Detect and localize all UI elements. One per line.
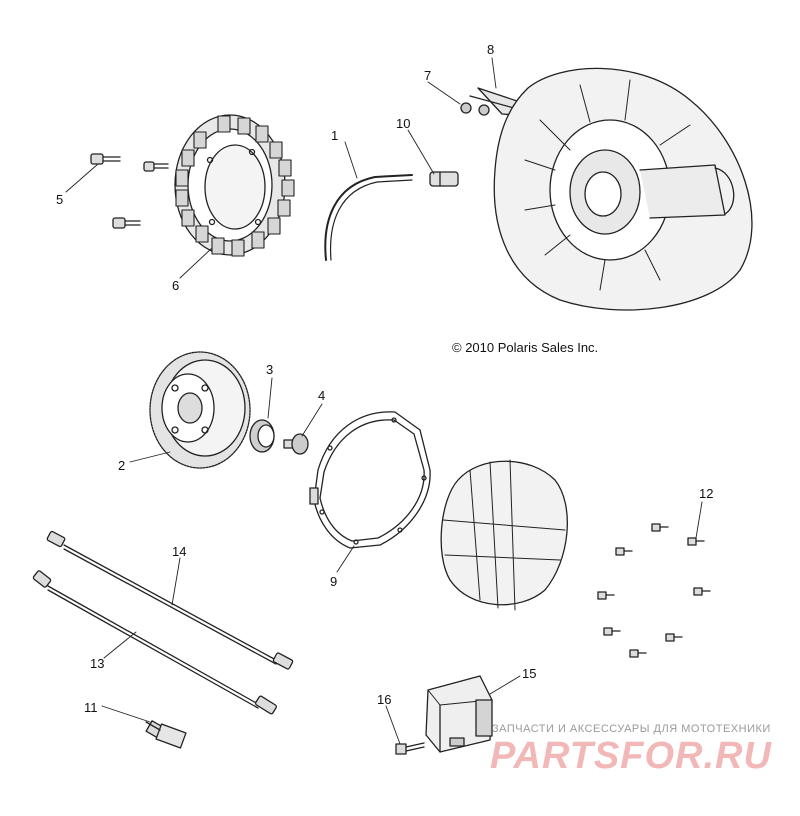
callout-5: 5	[56, 192, 63, 207]
callout-4: 4	[318, 388, 325, 403]
callout-16: 16	[377, 692, 391, 707]
stator-part	[174, 114, 295, 257]
clutch-housing	[493, 67, 753, 311]
bolt-part-4	[283, 433, 309, 455]
leader-lines	[65, 57, 703, 745]
callout-10: 10	[396, 116, 410, 131]
callout-3: 3	[266, 362, 273, 377]
flywheel-part	[149, 351, 251, 469]
gasket-part	[309, 411, 431, 549]
bolt-part-16	[395, 742, 425, 755]
copyright-notice: © 2010 Polaris Sales Inc.	[452, 340, 599, 355]
callout-8: 8	[487, 42, 494, 57]
stator-cover	[440, 459, 568, 611]
callout-7: 7	[424, 68, 431, 83]
callout-2: 2	[118, 458, 125, 473]
callout-15: 15	[522, 666, 536, 681]
bearing-part	[249, 419, 275, 453]
callout-1: 1	[331, 128, 338, 143]
screw-part-5	[90, 153, 169, 229]
callout-12: 12	[699, 486, 713, 501]
callout-14: 14	[172, 544, 186, 559]
hose-part	[324, 174, 413, 261]
spark-plug-part	[145, 720, 187, 749]
watermark-logo: PARTSFOR.RU	[490, 735, 772, 777]
regulator-part	[425, 675, 493, 753]
watermark-subtitle: ЗАПЧАСТИ И АКСЕССУАРЫ ДЛЯ МОТОТЕХНИКИ	[492, 723, 771, 735]
callout-labels: 1 2 3 4 5 6 7 8 9 10 11 12 13 14 15 16	[56, 42, 713, 715]
bolt-set-12	[597, 523, 711, 658]
fitting-part	[429, 171, 459, 187]
callout-11: 11	[84, 700, 98, 715]
cable-part-13	[32, 570, 278, 715]
cable-part-14	[46, 530, 294, 670]
callout-13: 13	[90, 656, 104, 671]
callout-9: 9	[330, 574, 337, 589]
callout-6: 6	[172, 278, 179, 293]
